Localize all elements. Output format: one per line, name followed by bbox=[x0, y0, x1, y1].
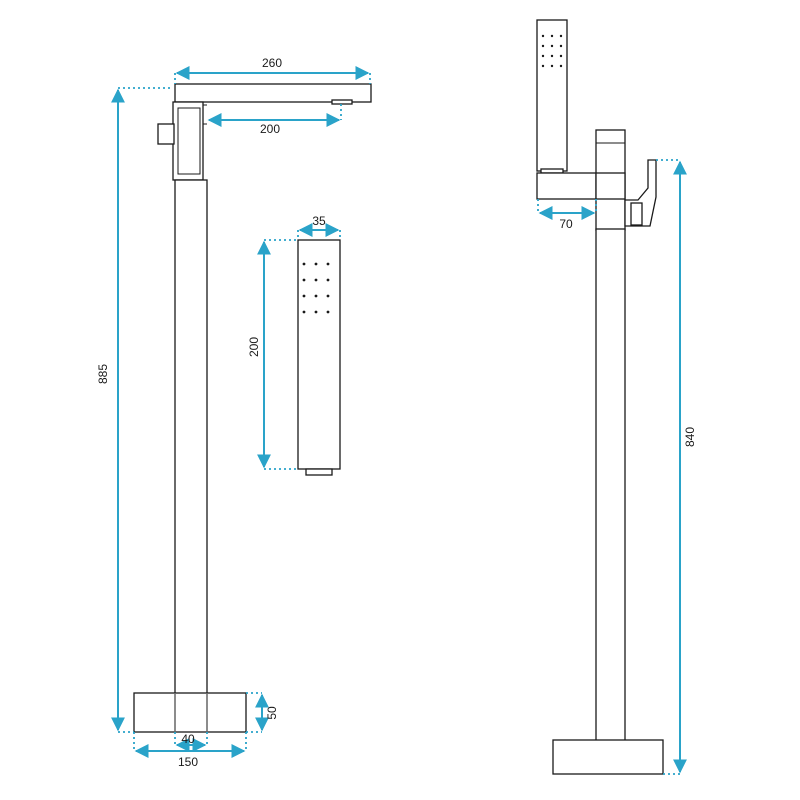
nozzle-dot bbox=[541, 34, 545, 38]
front-view: 260 200 885 50 40 bbox=[96, 56, 372, 769]
nozzle-dot bbox=[541, 44, 545, 48]
label-hand-shower-width: 35 bbox=[312, 214, 326, 228]
nozzle-dot bbox=[314, 262, 318, 266]
nozzle-dot bbox=[541, 54, 545, 58]
label-hand-shower-length: 200 bbox=[247, 337, 261, 357]
side-hand-shower bbox=[536, 19, 568, 172]
side-holder-joint bbox=[595, 172, 626, 200]
nozzle-dot bbox=[550, 64, 554, 68]
nozzle-dot bbox=[302, 278, 306, 282]
dimension-spout-reach: 200 bbox=[207, 104, 342, 136]
nozzle-dot bbox=[559, 64, 563, 68]
floor-base bbox=[133, 692, 247, 733]
nozzle-dot bbox=[314, 278, 318, 282]
nozzle-dot bbox=[550, 44, 554, 48]
label-side-height: 840 bbox=[683, 427, 697, 447]
label-spout-reach: 200 bbox=[260, 122, 280, 136]
standing-column bbox=[174, 179, 208, 695]
side-shower-holder bbox=[536, 172, 597, 200]
dimension-hand-shower-length: 200 bbox=[247, 239, 298, 470]
spout-arm bbox=[174, 83, 372, 103]
dimension-total-height: 885 bbox=[96, 87, 173, 733]
nozzle-dot bbox=[314, 310, 318, 314]
nozzle-dot bbox=[314, 294, 318, 298]
side-view: 70 840 bbox=[536, 19, 697, 775]
hand-shower-body bbox=[297, 239, 341, 470]
nozzle-dot bbox=[550, 34, 554, 38]
label-column-width: 40 bbox=[181, 732, 195, 746]
label-base-height: 50 bbox=[265, 706, 279, 720]
dimension-column-width: 40 bbox=[174, 732, 208, 752]
nozzle-dot bbox=[326, 278, 330, 282]
mixer-handle bbox=[157, 123, 175, 145]
side-column bbox=[595, 228, 626, 742]
nozzle-dot bbox=[326, 294, 330, 298]
hand-shower-hose-connector bbox=[305, 468, 333, 476]
nozzle-dot bbox=[559, 54, 563, 58]
hand-shower-nozzles bbox=[302, 262, 330, 314]
dimension-base-height: 50 bbox=[246, 692, 279, 733]
nozzle-dot bbox=[550, 54, 554, 58]
dimension-base-width: 150 bbox=[133, 732, 247, 769]
nozzle-dot bbox=[326, 310, 330, 314]
nozzle-dot bbox=[559, 34, 563, 38]
dimension-hand-shower-width: 35 bbox=[297, 214, 341, 240]
dimension-spout-length: 260 bbox=[174, 56, 371, 84]
label-total-height: 885 bbox=[96, 364, 110, 384]
label-base-width: 150 bbox=[178, 755, 198, 769]
side-lever-cap bbox=[630, 202, 643, 226]
nozzle-dot bbox=[541, 64, 545, 68]
side-hand-shower-nozzles bbox=[541, 34, 563, 68]
nozzle-dot bbox=[326, 262, 330, 266]
label-spout-length: 260 bbox=[262, 56, 282, 70]
dimension-holder-depth: 70 bbox=[537, 199, 597, 231]
spout-outlet bbox=[331, 99, 353, 105]
label-holder-depth: 70 bbox=[559, 217, 573, 231]
hand-shower-detail: 35 200 bbox=[247, 214, 341, 476]
dimension-side-height: 840 bbox=[656, 159, 697, 775]
nozzle-dot bbox=[302, 294, 306, 298]
body-inner-panel bbox=[177, 107, 201, 175]
nozzle-dot bbox=[302, 310, 306, 314]
side-floor-base bbox=[552, 739, 664, 775]
nozzle-dot bbox=[302, 262, 306, 266]
nozzle-dot bbox=[559, 44, 563, 48]
